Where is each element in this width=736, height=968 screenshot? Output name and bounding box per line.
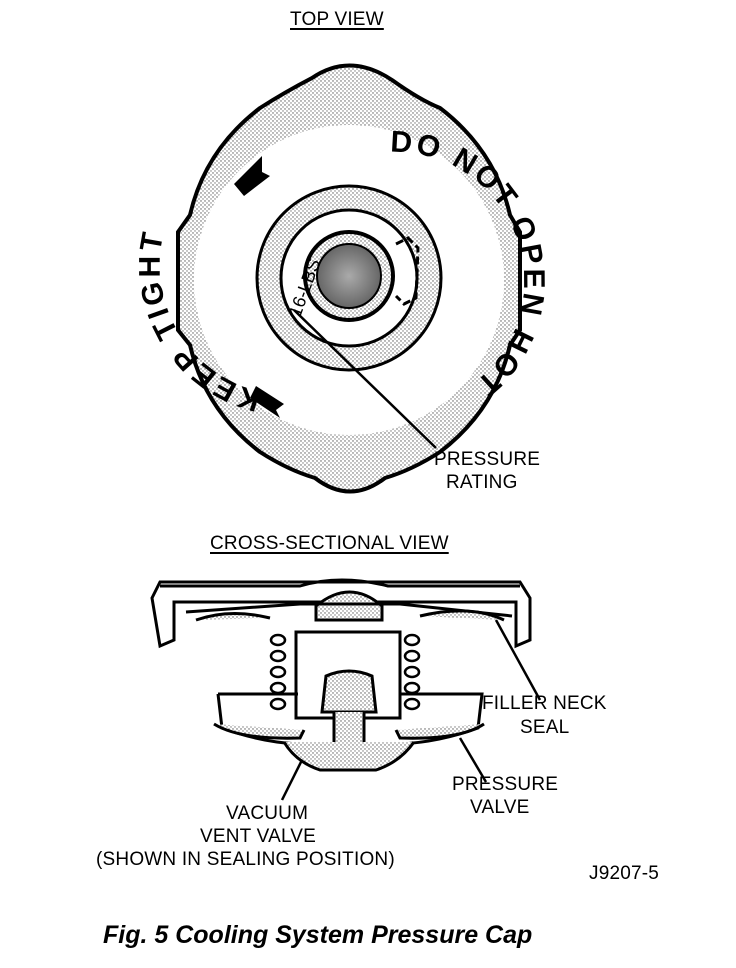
pressure-valve-gasket <box>213 722 485 740</box>
shell-top <box>160 578 520 588</box>
cap-cross-section <box>150 578 542 801</box>
seal-wave <box>195 609 505 622</box>
filler-neck-seal-line2: SEAL <box>520 717 570 738</box>
pressure-rating-line1: PRESSURE <box>434 449 541 470</box>
vacuum-vent-line3: (SHOWN IN SEALING POSITION) <box>96 849 395 870</box>
pressure-rating-line2: RATING <box>446 472 518 493</box>
center-knob-inner <box>316 243 382 309</box>
spring-left <box>269 633 287 711</box>
lock-tab <box>394 236 420 306</box>
cap-top-view: KEEP TIGHT DO NOT OPEN HOT 16-LBS <box>134 63 547 494</box>
pressure-valve-line2: VALVE <box>470 797 530 818</box>
vacuum-vent-line2: VENT VALVE <box>200 826 317 847</box>
valve-stem <box>320 669 378 714</box>
pressure-valve-line1: PRESSURE <box>452 774 559 795</box>
top-dome <box>314 590 384 622</box>
spring-right <box>403 633 421 711</box>
arrow-down-icon <box>250 386 284 418</box>
vacuum-vent-disk <box>282 741 416 772</box>
vacuum-vent-leader <box>280 759 304 801</box>
figure-caption: Fig. 5 Cooling System Pressure Cap <box>103 921 533 949</box>
cross-section-title: CROSS-SECTIONAL VIEW <box>210 533 449 554</box>
vacuum-vent-line1: VACUUM <box>226 803 309 824</box>
outer-shell <box>150 580 532 649</box>
top-view-title: TOP VIEW <box>290 9 384 30</box>
pressure-valve-leader <box>458 737 488 783</box>
pressure-rating-leader <box>293 309 437 449</box>
figure-code: J9207-5 <box>589 863 660 884</box>
filler-neck-leader <box>494 619 542 701</box>
filler-neck-seal-line1: FILLER NECK <box>482 693 607 714</box>
arrow-up-icon <box>234 156 270 196</box>
